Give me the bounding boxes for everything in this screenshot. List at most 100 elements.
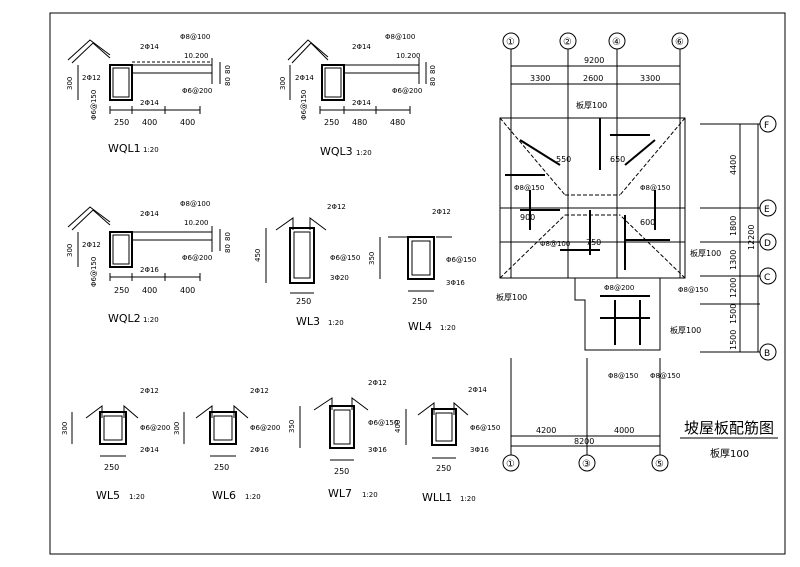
wll1-name: WLL1 bbox=[422, 491, 452, 504]
wll1-bottom: 3Φ16 bbox=[470, 446, 489, 454]
wl3-stirrup: Φ6@150 bbox=[330, 254, 360, 262]
wql2-w1: 250 bbox=[114, 286, 129, 295]
wql3-t2: 80 bbox=[429, 77, 437, 86]
wl7-bottom: 3Φ16 bbox=[368, 446, 387, 454]
wql1-scale: 1:20 bbox=[143, 146, 159, 154]
wl5-detail: 2Φ12 Φ6@200 2Φ14 300 250 WL5 1:20 bbox=[61, 387, 170, 502]
wql1-side-bar: 2Φ12 bbox=[82, 74, 101, 82]
wl5-name: WL5 bbox=[96, 489, 120, 502]
wl5-top: 2Φ12 bbox=[140, 387, 159, 395]
wl7-top: 2Φ12 bbox=[368, 379, 387, 387]
axis-right-e: E bbox=[764, 205, 770, 215]
wl5-bottom: 2Φ14 bbox=[140, 446, 159, 454]
plan-bottom-span-2: 4000 bbox=[614, 426, 634, 435]
plan-label-650: 650 bbox=[610, 155, 625, 164]
wql1-slab-bar: Φ8@100 bbox=[180, 33, 210, 41]
plan-label-150d: Φ8@150 bbox=[608, 372, 638, 380]
plan-top-total: 9200 bbox=[584, 56, 604, 65]
drawing-title: 坡屋板配筋图 bbox=[684, 419, 774, 437]
wql3-w2: 480 bbox=[352, 118, 367, 127]
axis-top-4: ④ bbox=[612, 37, 621, 48]
wl4-stirrup: Φ6@150 bbox=[446, 256, 476, 264]
wl4-scale: 1:20 bbox=[440, 324, 456, 332]
wl3-w: 250 bbox=[296, 297, 311, 306]
plan-label-550: 550 bbox=[556, 155, 571, 164]
plan-label-150b: Φ8@150 bbox=[640, 184, 670, 192]
plan-label-thk-right: 板厚100 bbox=[690, 248, 721, 258]
wql3-t1: 80 bbox=[429, 65, 437, 74]
wl7-h: 350 bbox=[288, 420, 296, 433]
axis-top-6: ⑥ bbox=[675, 37, 684, 48]
plan-label-150a: Φ8@150 bbox=[514, 184, 544, 192]
axis-top-2: ② bbox=[563, 37, 572, 48]
plan-label-thk-right2: 板厚100 bbox=[670, 325, 701, 335]
wl6-name: WL6 bbox=[212, 489, 236, 502]
wql3-h: 300 bbox=[279, 77, 287, 90]
plan-label-900: 900 bbox=[520, 213, 535, 222]
wl3-scale: 1:20 bbox=[328, 319, 344, 327]
axis-bottom-1: ① bbox=[506, 459, 515, 470]
wl3-bottom: 3Φ20 bbox=[330, 274, 349, 282]
wll1-h: 400 bbox=[394, 420, 402, 433]
wql2-slab-bar: Φ8@100 bbox=[180, 200, 210, 208]
wll1-w: 250 bbox=[436, 464, 451, 473]
rebar-marks bbox=[505, 118, 670, 345]
plan-right-span-6: 1500 bbox=[729, 330, 738, 350]
wql1-w2: 400 bbox=[142, 118, 157, 127]
axis-top-1: ① bbox=[506, 37, 515, 48]
wql3-bottom-bar: 2Φ14 bbox=[352, 99, 371, 107]
wl5-stirrup: Φ6@200 bbox=[140, 424, 170, 432]
wql2-stirrup: Φ6@150 bbox=[90, 257, 98, 287]
plan-top-span-1: 3300 bbox=[530, 74, 550, 83]
wl5-h: 300 bbox=[61, 422, 69, 435]
wql2-h: 300 bbox=[66, 244, 74, 257]
wl6-w: 250 bbox=[214, 463, 229, 472]
drawing-title-note: 板厚100 bbox=[710, 447, 749, 460]
wql2-t1: 80 bbox=[224, 232, 232, 241]
plan-label-150c: Φ8@150 bbox=[678, 286, 708, 294]
wql1-w1: 250 bbox=[114, 118, 129, 127]
wll1-top: 2Φ14 bbox=[468, 386, 487, 394]
wql1-name: WQL1 bbox=[108, 142, 141, 155]
wql2-name: WQL2 bbox=[108, 312, 141, 325]
wql3-stirrup: Φ6@150 bbox=[300, 90, 308, 120]
plan-top-span-2: 2600 bbox=[583, 74, 603, 83]
wl6-h: 300 bbox=[173, 422, 181, 435]
plan-label-thk-left: 板厚100 bbox=[496, 292, 527, 302]
wl5-scale: 1:20 bbox=[129, 493, 145, 501]
wl4-detail: 2Φ12 Φ6@150 3Φ16 350 250 WL4 1:20 bbox=[368, 208, 476, 333]
roof-outline bbox=[499, 117, 686, 279]
plan-right-span-5: 1500 bbox=[729, 304, 738, 324]
axis-right-f: F bbox=[764, 121, 769, 131]
wl7-w: 250 bbox=[334, 467, 349, 476]
wql3-side-bar: 2Φ14 bbox=[295, 74, 314, 82]
drawing-frame bbox=[49, 12, 786, 555]
wql3-detail: 2Φ14 Φ8@100 10.200 2Φ14 2Φ14 Φ6@200 Φ6@1… bbox=[279, 33, 437, 158]
wql3-dist: Φ6@200 bbox=[392, 87, 422, 95]
wql1-top-bar: 2Φ14 bbox=[140, 43, 159, 51]
plan-label-600: 600 bbox=[640, 218, 655, 227]
wl3-h: 450 bbox=[254, 249, 262, 262]
roof-plan: ① ② ④ ⑥ 9200 3300 2600 3300 F E D C B bbox=[496, 32, 777, 472]
axis-bottom-3: ③ bbox=[582, 459, 591, 470]
plan-bottom-span-1: 4200 bbox=[536, 426, 556, 435]
wl3-top: 2Φ12 bbox=[327, 203, 346, 211]
wl7-scale: 1:20 bbox=[362, 491, 378, 499]
wll1-scale: 1:20 bbox=[460, 495, 476, 503]
wql1-h: 300 bbox=[66, 77, 74, 90]
wql2-w3: 400 bbox=[180, 286, 195, 295]
wl4-name: WL4 bbox=[408, 320, 432, 333]
wl4-w: 250 bbox=[412, 297, 427, 306]
wl7-detail: 2Φ12 Φ6@150 3Φ16 350 250 WL7 1:20 bbox=[288, 379, 398, 500]
wql3-name: WQL3 bbox=[320, 145, 353, 158]
wql1-detail: 2Φ14 Φ8@100 10.200 2Φ12 2Φ14 Φ6@200 Φ6@1… bbox=[66, 33, 232, 155]
plan-label-thk-top: 板厚100 bbox=[576, 100, 607, 110]
wl5-w: 250 bbox=[104, 463, 119, 472]
wql2-bottom-bar: 2Φ16 bbox=[140, 266, 159, 274]
wl4-h: 350 bbox=[368, 252, 376, 265]
wl6-top: 2Φ12 bbox=[250, 387, 269, 395]
wl7-stirrup: Φ6@150 bbox=[368, 419, 398, 427]
wql3-elev: 10.200 bbox=[396, 52, 421, 60]
wql3-scale: 1:20 bbox=[356, 149, 372, 157]
